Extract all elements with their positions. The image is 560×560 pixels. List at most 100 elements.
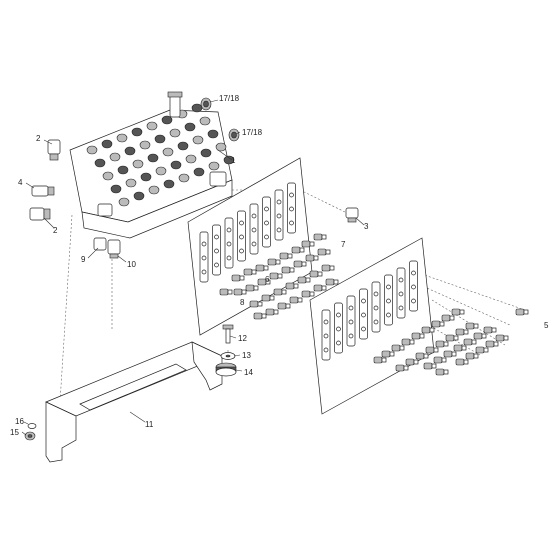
callout-14: 14	[244, 368, 253, 377]
small-fitting	[485, 340, 499, 348]
gasket-hole	[264, 234, 269, 240]
gasket-hole	[251, 241, 257, 247]
small-fitting	[243, 268, 257, 276]
gasket-hole	[348, 319, 354, 325]
small-fitting	[465, 322, 479, 330]
small-fitting	[441, 314, 455, 322]
valve-bore	[161, 115, 173, 125]
small-fitting	[465, 352, 479, 360]
small-fitting	[405, 358, 419, 366]
small-fitting	[285, 282, 299, 290]
small-fitting	[475, 346, 489, 354]
gasket-hole	[239, 234, 244, 240]
valve-bore	[146, 121, 158, 131]
gasket-hole	[361, 326, 366, 332]
small-fitting	[305, 254, 319, 262]
gasket-hole	[373, 319, 379, 325]
small-fitting	[281, 266, 295, 274]
small-fitting	[265, 308, 279, 316]
small-fitting	[415, 352, 429, 360]
gasket-hole	[398, 277, 404, 283]
small-fitting	[231, 274, 245, 282]
gasket-hole	[276, 199, 282, 205]
valve-bore	[193, 167, 205, 177]
fitting-9	[93, 237, 107, 251]
leader-lines	[21, 99, 365, 436]
gasket-hole	[323, 347, 329, 353]
small-fitting	[297, 276, 311, 284]
small-fitting	[395, 364, 409, 372]
small-fitting	[515, 308, 529, 316]
gasket-hole	[336, 326, 341, 332]
gasket-hole	[348, 305, 354, 311]
small-fitting	[435, 368, 449, 376]
gasket-hole	[276, 213, 282, 219]
small-fitting	[425, 346, 439, 354]
valve-side-port	[209, 171, 227, 187]
valve-bore	[215, 142, 227, 152]
small-fitting	[391, 344, 405, 352]
small-fitting	[473, 332, 487, 340]
small-fitting	[313, 233, 327, 241]
gasket-hole	[214, 248, 219, 254]
gasket-hole	[276, 227, 282, 233]
gasket-hole	[264, 220, 269, 226]
small-fitting	[445, 334, 459, 342]
gasket-hole	[411, 284, 416, 290]
valve-bore	[170, 160, 182, 170]
valve-bore	[101, 139, 113, 149]
gasket-hole	[251, 227, 257, 233]
small-fitting	[301, 240, 315, 248]
valve-bore	[185, 154, 197, 164]
callout-6: 6	[265, 275, 270, 284]
plug-17-18-upper	[200, 97, 212, 111]
valve-bore	[207, 129, 219, 139]
valve-bore	[178, 173, 190, 183]
gasket-hole	[214, 262, 219, 268]
valve-bore	[94, 158, 106, 168]
callout-4: 4	[18, 178, 23, 187]
gasket-hole	[411, 298, 416, 304]
small-fitting	[255, 264, 269, 272]
gasket-hole	[201, 241, 207, 247]
callout-12: 12	[238, 334, 247, 343]
gasket-hole	[323, 333, 329, 339]
assembly-guide-lines	[59, 189, 526, 403]
valve-bore	[110, 184, 122, 194]
gasket-hole	[239, 248, 244, 254]
rubber-mount-14	[215, 362, 237, 377]
valve-bore	[223, 155, 235, 165]
valve-bore-grid	[86, 103, 235, 207]
gasket-hole	[323, 319, 329, 325]
valve-bore	[133, 191, 145, 201]
callout-2-lower: 2	[53, 226, 58, 235]
valve-bore	[140, 172, 152, 182]
small-fitting	[381, 350, 395, 358]
small-fitting	[301, 290, 315, 298]
valve-bore	[116, 133, 128, 143]
valve-bore	[117, 165, 129, 175]
valve-bore	[208, 161, 220, 171]
fitting-2-lower	[29, 207, 51, 221]
small-fitting	[289, 296, 303, 304]
gasket-hole	[373, 291, 379, 297]
small-fitting	[453, 344, 467, 352]
callout-17-18-upper: 17/18	[219, 94, 240, 103]
gasket-hole	[361, 298, 366, 304]
gasket-hole	[348, 333, 354, 339]
callout-10: 10	[127, 260, 136, 269]
small-fitting	[435, 340, 449, 348]
callout-16: 16	[15, 417, 24, 426]
valve-top-fitting	[169, 94, 181, 118]
washer-13	[220, 352, 236, 360]
valve-bore	[192, 135, 204, 145]
gasket-hole	[386, 284, 391, 290]
small-fitting	[249, 300, 263, 308]
valve-bore	[199, 116, 211, 126]
callout-3: 3	[364, 222, 369, 231]
small-fitting	[245, 284, 259, 292]
small-fitting	[261, 294, 275, 302]
small-fitting	[313, 284, 327, 292]
valve-bore	[191, 103, 203, 113]
